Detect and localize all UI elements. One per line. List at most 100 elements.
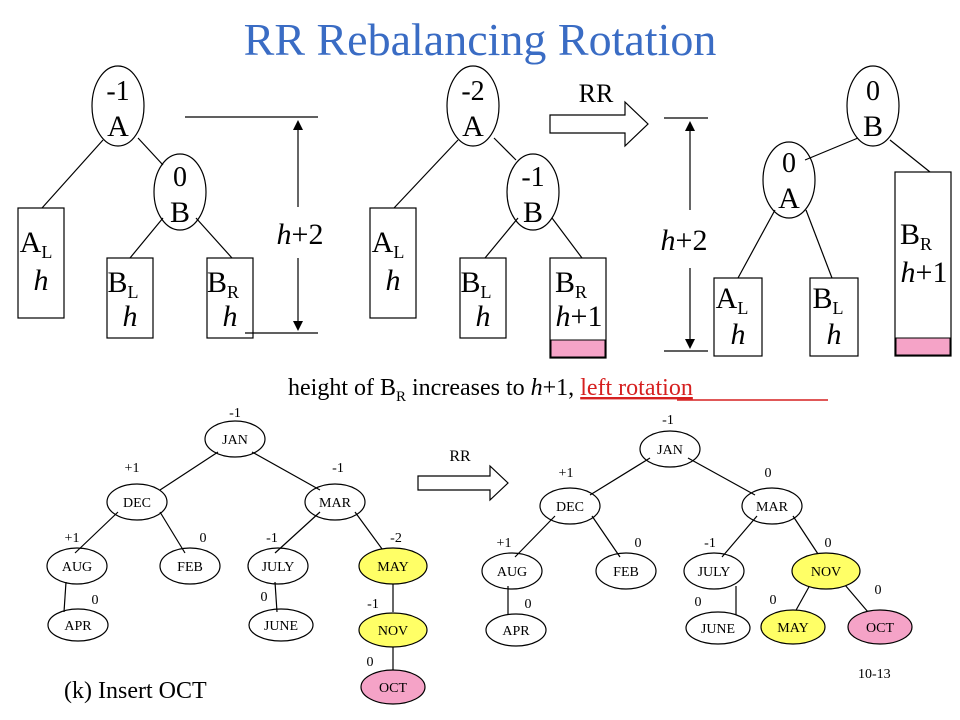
node-key: MAY — [777, 621, 808, 636]
balance-factor: 0 — [92, 593, 99, 608]
right-arrow-icon — [417, 464, 509, 502]
tree-node-highlighted — [760, 609, 826, 645]
node-label: B — [863, 110, 883, 143]
subtree-bl — [809, 277, 859, 357]
height-increase-highlight — [895, 337, 951, 356]
tree-node — [159, 547, 221, 585]
node-label: A — [778, 182, 800, 215]
balance-factor: 0 — [525, 597, 532, 612]
tree-node — [204, 420, 266, 458]
balance-factor: +1 — [559, 466, 574, 481]
balance-factor: -1 — [367, 597, 379, 612]
balance-factor: -1 — [704, 536, 716, 551]
tree-node — [485, 613, 547, 647]
node-key: DEC — [123, 496, 151, 511]
tree-node — [47, 608, 109, 642]
subtree-height: h — [123, 300, 138, 333]
node-label: A — [107, 110, 129, 143]
balance-factor: 0 — [866, 76, 880, 107]
edge-b-a — [804, 137, 859, 161]
node-key: JUNE — [264, 619, 298, 634]
subtree-name: BL — [107, 266, 138, 302]
node-b — [506, 153, 560, 231]
arrow-label: RR — [579, 79, 614, 108]
node-label: A — [462, 110, 484, 143]
subtree-height: h — [731, 318, 746, 351]
edge-b-br — [195, 217, 233, 259]
node-key: NOV — [378, 624, 408, 639]
edge-a-al — [737, 209, 776, 279]
balance-factor: 0 — [765, 466, 772, 481]
node-key: APR — [64, 619, 92, 634]
edge — [589, 457, 651, 496]
edge-a-al — [41, 139, 104, 209]
tree-node — [106, 483, 168, 521]
edge — [159, 511, 186, 554]
balance-factor: -1 — [106, 76, 129, 107]
tree2: -2 A -1 B AL h BL h BR h+1 — [369, 65, 607, 359]
tree-node — [683, 552, 745, 590]
balance-factor: -2 — [390, 531, 402, 546]
subtree-bl — [106, 257, 154, 339]
balance-factor: 0 — [875, 583, 882, 598]
tree-node — [304, 483, 366, 521]
tree-node — [248, 608, 314, 642]
tree-node — [481, 552, 543, 590]
subtree-name: BR — [555, 266, 587, 302]
node-key: JAN — [222, 433, 248, 448]
subtree-br — [894, 171, 952, 357]
balance-factor: 0 — [173, 162, 187, 193]
tree-node — [685, 611, 751, 645]
node-a — [762, 141, 816, 219]
edge-a-b — [137, 137, 164, 166]
balance-factor: 0 — [695, 595, 702, 610]
balance-factor: +1 — [497, 536, 512, 551]
balance-factor: +1 — [65, 531, 80, 546]
subtree-br — [206, 257, 254, 339]
balance-factor: 0 — [367, 655, 374, 670]
balance-factor: 0 — [770, 593, 777, 608]
node-key: APR — [502, 624, 530, 639]
caption: height of BR increases to h+1, left rota… — [288, 375, 828, 405]
subtree-al — [17, 207, 65, 319]
balance-factor: -1 — [266, 531, 278, 546]
edge-b-br — [551, 217, 583, 259]
page-number: 10-13 — [858, 667, 891, 682]
node-key: FEB — [177, 560, 203, 575]
node-key: AUG — [62, 560, 92, 575]
edge — [74, 511, 119, 554]
node-key: MAR — [319, 496, 352, 511]
step-label: (k) Insert OCT — [64, 678, 207, 704]
node-a — [446, 65, 500, 147]
edge — [274, 511, 321, 554]
node-b — [846, 65, 900, 147]
tree-node — [247, 547, 309, 585]
node-label: B — [523, 196, 543, 229]
subtree-name: BR — [900, 218, 932, 254]
tree-node-inserted — [847, 609, 913, 645]
bottom-rr-arrow: RR — [417, 448, 509, 502]
balance-factor: 0 — [635, 536, 642, 551]
balance-factor: 0 — [261, 590, 268, 605]
tree1: -1 A 0 B AL h BL h BR h h+2 — [17, 65, 323, 339]
edge — [514, 515, 556, 558]
subtree-name: BL — [460, 266, 491, 302]
node-a — [91, 65, 145, 147]
balance-factor: -1 — [229, 406, 241, 421]
balance-factor: 0 — [200, 531, 207, 546]
node-key: MAR — [756, 500, 789, 515]
tree-node-highlighted — [791, 552, 861, 590]
height-label: h+2 — [661, 224, 708, 257]
subtree-bl — [459, 257, 507, 339]
subtree-al — [369, 207, 417, 319]
subtree-height: h — [34, 264, 49, 297]
tree3: 0 B 0 A AL h BL h BR h+1 h+2 — [661, 65, 952, 357]
node-key: JUNE — [701, 622, 735, 637]
node-key: AUG — [497, 565, 527, 580]
edge — [354, 511, 386, 554]
arrow-label: RR — [449, 448, 471, 465]
subtree-name: BL — [812, 282, 843, 318]
edge-a-b — [493, 137, 517, 161]
subtree-name: AL — [716, 282, 749, 318]
